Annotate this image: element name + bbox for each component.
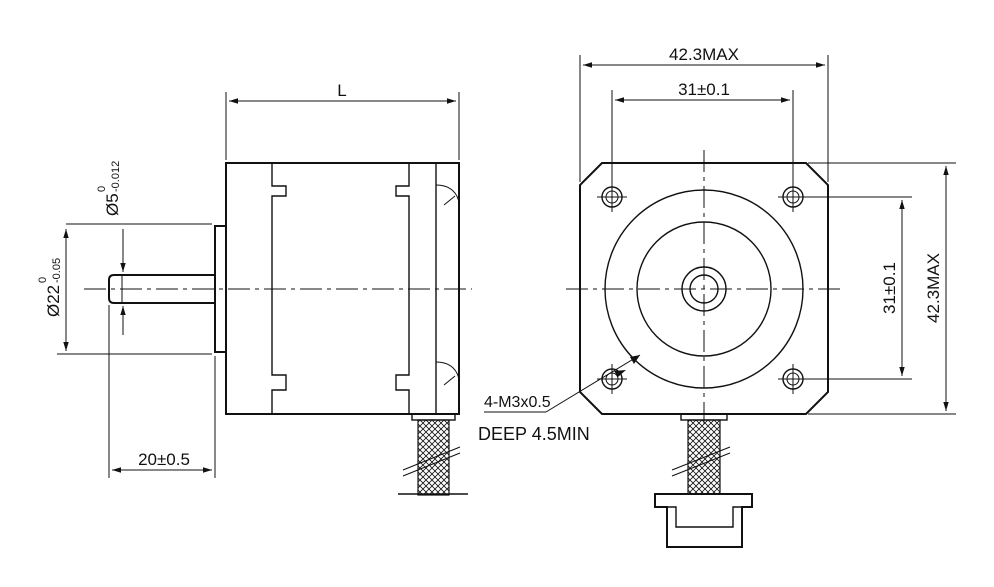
hole-note-line1: 4-M3x0.5 <box>484 394 551 411</box>
shaft-diameter-label: Ø5 <box>103 193 122 216</box>
mounting-hole-icon <box>597 182 627 212</box>
hole-callout: 4-M3x0.5 DEEP 4.5MIN <box>478 354 641 444</box>
flange-outline <box>579 162 829 415</box>
mounting-hole-icon <box>778 182 808 212</box>
shaft-length-dimension: 20±0.5 <box>108 305 216 478</box>
boss-diameter-upper-tol: 0 <box>37 277 49 283</box>
hole-spacing-v-dimension: 31±0.1 <box>806 196 912 380</box>
boss-diameter-dimension: Ø22 0 -0.05 <box>37 229 212 355</box>
side-view: L Ø5 0 -0.012 Ø22 0 -0.05 <box>37 81 472 496</box>
side-cable <box>398 413 468 496</box>
flange-boss <box>214 225 227 353</box>
width-max-label: 42.3MAX <box>669 45 739 64</box>
shaft-diameter-lower-tol: -0.012 <box>110 161 122 192</box>
front-cable <box>671 413 731 495</box>
hole-spacing-h-label: 31±0.1 <box>678 80 730 99</box>
mounting-holes <box>597 182 808 394</box>
hole-spacing-v-label: 31±0.1 <box>880 262 899 314</box>
length-label: L <box>337 81 346 100</box>
hole-spacing-h-dimension: 31±0.1 <box>611 80 794 184</box>
boss-diameter-label: Ø22 <box>44 285 63 317</box>
shaft-length-label: 20±0.5 <box>138 450 190 469</box>
cable-connector <box>654 493 753 548</box>
hole-note-line2: DEEP 4.5MIN <box>478 424 590 444</box>
front-view: 42.3MAX 31±0.1 31±0.1 42.3MAX <box>478 45 956 548</box>
height-max-dimension: 42.3MAX <box>808 162 956 415</box>
mounting-hole-icon <box>778 364 808 394</box>
boss-diameter-lower-tol: -0.05 <box>51 258 63 283</box>
shaft-diameter-dimension: Ø5 0 -0.012 <box>66 161 212 335</box>
shaft-diameter-upper-tol: 0 <box>96 186 108 192</box>
width-max-dimension: 42.3MAX <box>579 45 829 182</box>
mounting-hole-icon <box>597 364 627 394</box>
length-dimension: L <box>225 81 460 160</box>
motor-shaft <box>108 274 215 304</box>
height-max-label: 42.3MAX <box>924 253 943 323</box>
